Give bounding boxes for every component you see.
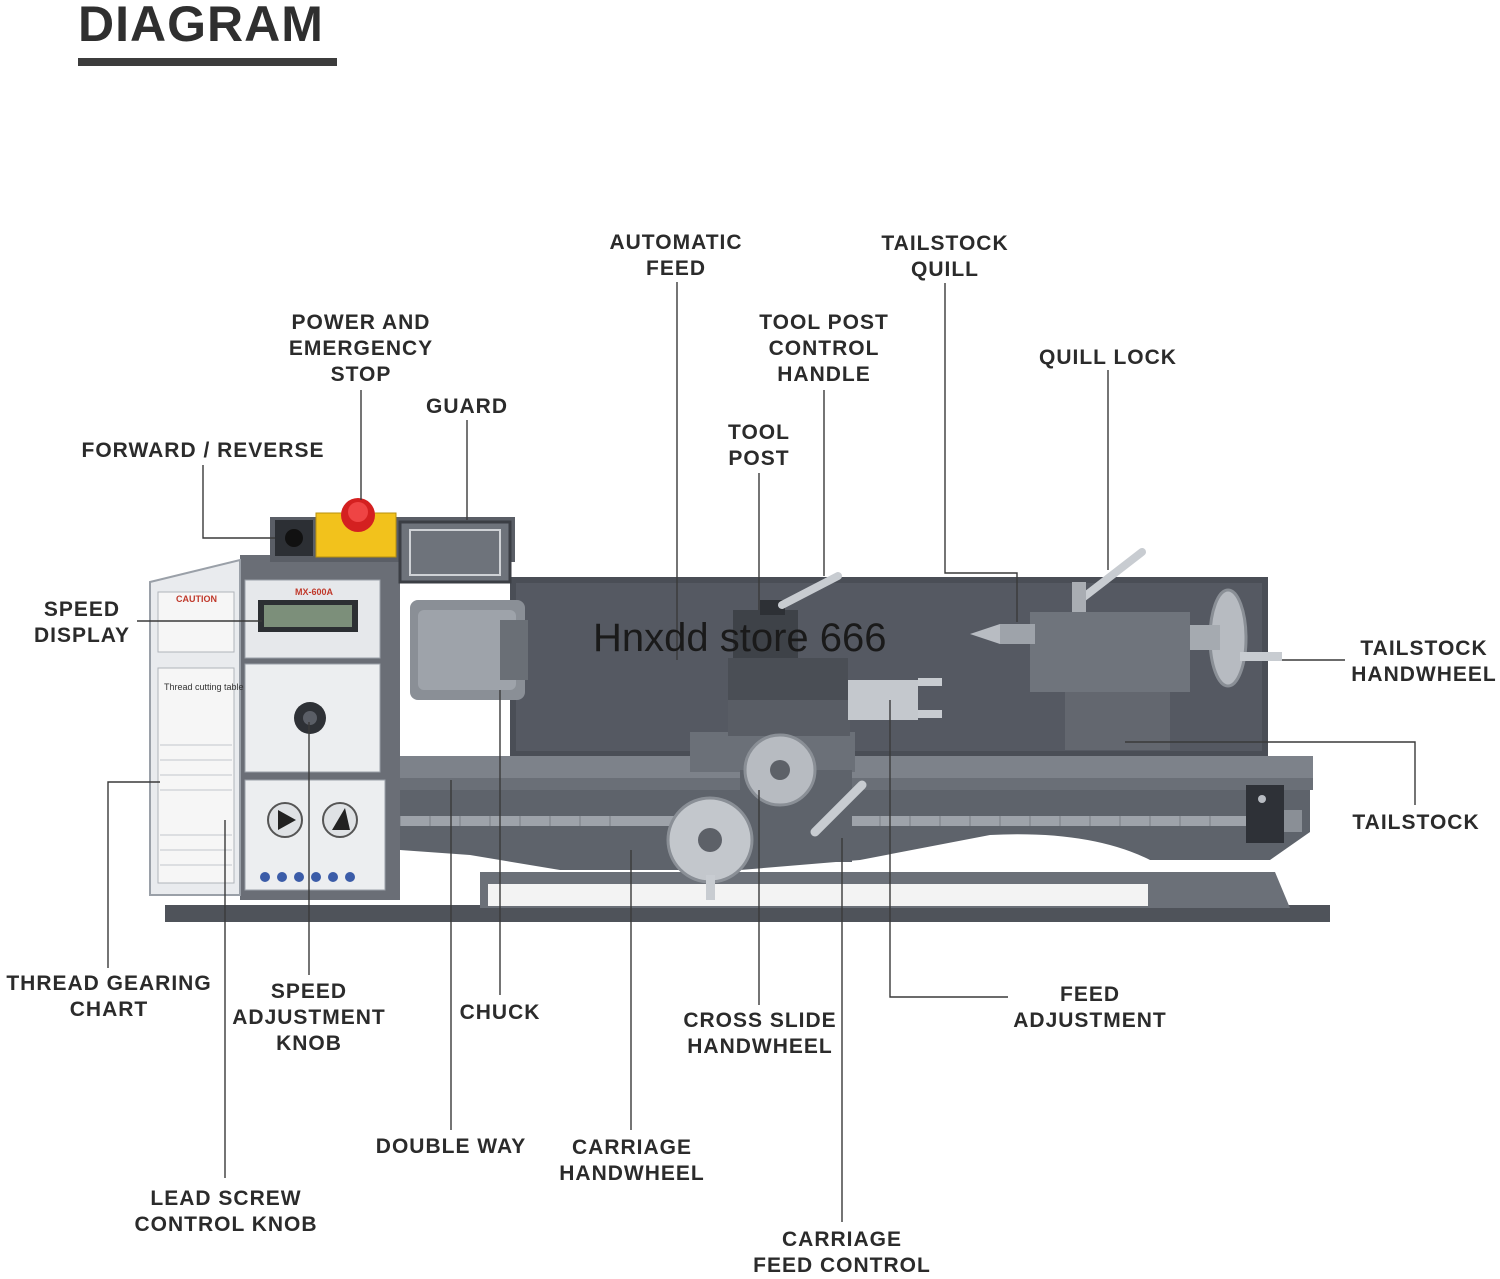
label-chuck: CHUCK xyxy=(459,1001,541,1024)
machine-model: MX-600A xyxy=(295,587,334,597)
page-title: DIAGRAM xyxy=(78,0,324,52)
tailstock-base xyxy=(1065,690,1170,750)
carriage-feed-lever xyxy=(810,780,867,837)
svg-text:Thread cutting table: Thread cutting table xyxy=(164,682,244,692)
leader-feed-adjustment xyxy=(889,700,1008,998)
store-watermark: Hnxdd store 666 xyxy=(593,616,887,660)
lead-screw-bracket xyxy=(1246,785,1284,843)
lathe-illustration: CAUTION Thread cutting table MX-600A xyxy=(149,498,1330,922)
leader-tailstock xyxy=(1125,741,1416,805)
label-tailstock: TAILSTOCK xyxy=(1352,811,1480,834)
leader-lines xyxy=(107,282,1416,1222)
tailstock-quill-shape xyxy=(1000,624,1035,644)
chuck-guard xyxy=(398,520,512,584)
leader-forward-reverse xyxy=(202,465,275,539)
leader-thread-gearing-chart xyxy=(107,781,160,968)
quill-lock-lever xyxy=(1076,548,1146,604)
feed-control-panel xyxy=(244,779,386,891)
cross-slide xyxy=(728,700,850,736)
tailstock-body xyxy=(1030,612,1190,692)
tool-post-block xyxy=(733,610,798,660)
label-quill-lock: QUILL LOCK xyxy=(1039,346,1177,369)
title-underline xyxy=(78,58,337,66)
tool-post-handle xyxy=(778,572,842,609)
label-double-way: DOUBLE WAY xyxy=(375,1135,527,1158)
chip-tray xyxy=(165,905,1330,922)
svg-text:CAUTION: CAUTION xyxy=(176,594,217,604)
label-guard: GUARD xyxy=(426,395,508,418)
leader-tailstock-quill xyxy=(944,283,1018,622)
label-forward-reverse: FORWARD / REVERSE xyxy=(81,439,325,462)
